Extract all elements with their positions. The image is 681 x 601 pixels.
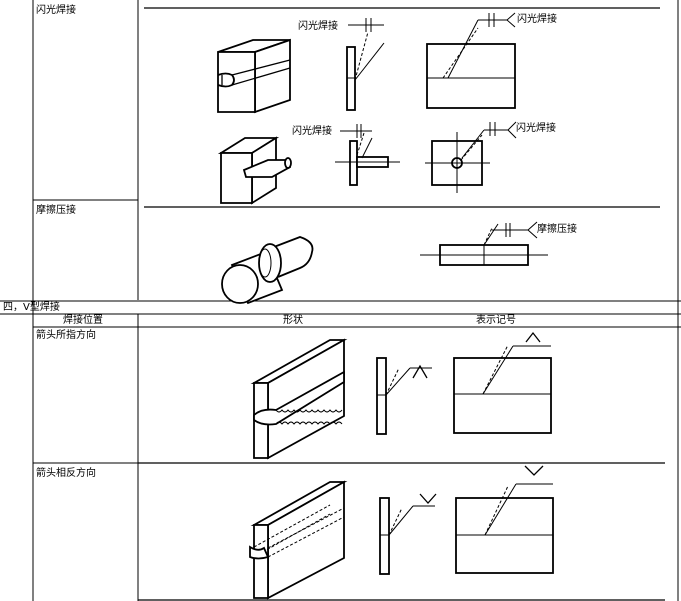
flash-weld-rod-front (425, 121, 517, 193)
flash-annotation-1: 闪光焊接 (298, 19, 338, 32)
row-label-flash-weld: 闪光焊接 (36, 5, 76, 16)
header-weld-position: 焊接位置 (63, 315, 103, 326)
v-weld-arrow-side-drawing (250, 338, 348, 460)
section-title: 四，V型焊接 (3, 302, 60, 313)
row-label-opposite-side: 箭头相反方向 (36, 468, 96, 479)
row-label-arrow-side: 箭头所指方向 (36, 330, 96, 341)
v-weld-arrow-side-symbol (385, 364, 432, 396)
flash-annotation-4: 闪光焊接 (516, 121, 556, 134)
flash-weld-rod-drawing (217, 136, 292, 205)
header-symbol: 表示记号 (476, 315, 516, 326)
friction-weld-symbol (483, 221, 538, 246)
friction-weld-side (420, 244, 548, 266)
flash-weld-plate-symbol (348, 18, 385, 81)
row-label-friction-weld: 摩擦压接 (36, 205, 76, 216)
flash-weld-rod-symbol (340, 124, 373, 159)
header-shape: 形状 (283, 315, 303, 326)
v-weld-opposite-side-front (455, 465, 554, 574)
v-weld-opposite-side-symbol (388, 493, 437, 536)
flash-annotation-3: 闪光焊接 (292, 124, 332, 137)
flash-weld-plate-front (426, 12, 516, 109)
friction-weld-rod-drawing (221, 236, 314, 305)
flash-annotation-2: 闪光焊接 (517, 12, 557, 25)
flash-weld-plate-side (346, 46, 356, 111)
v-weld-arrow-side-front (453, 331, 552, 434)
flash-weld-rod-side (335, 140, 400, 186)
v-weld-opposite-side-drawing (249, 480, 348, 600)
v-weld-opposite-side-section (379, 497, 390, 575)
friction-annotation: 摩擦压接 (537, 222, 577, 235)
v-weld-arrow-side-section (376, 357, 387, 435)
flash-weld-plate-drawing (217, 38, 291, 114)
